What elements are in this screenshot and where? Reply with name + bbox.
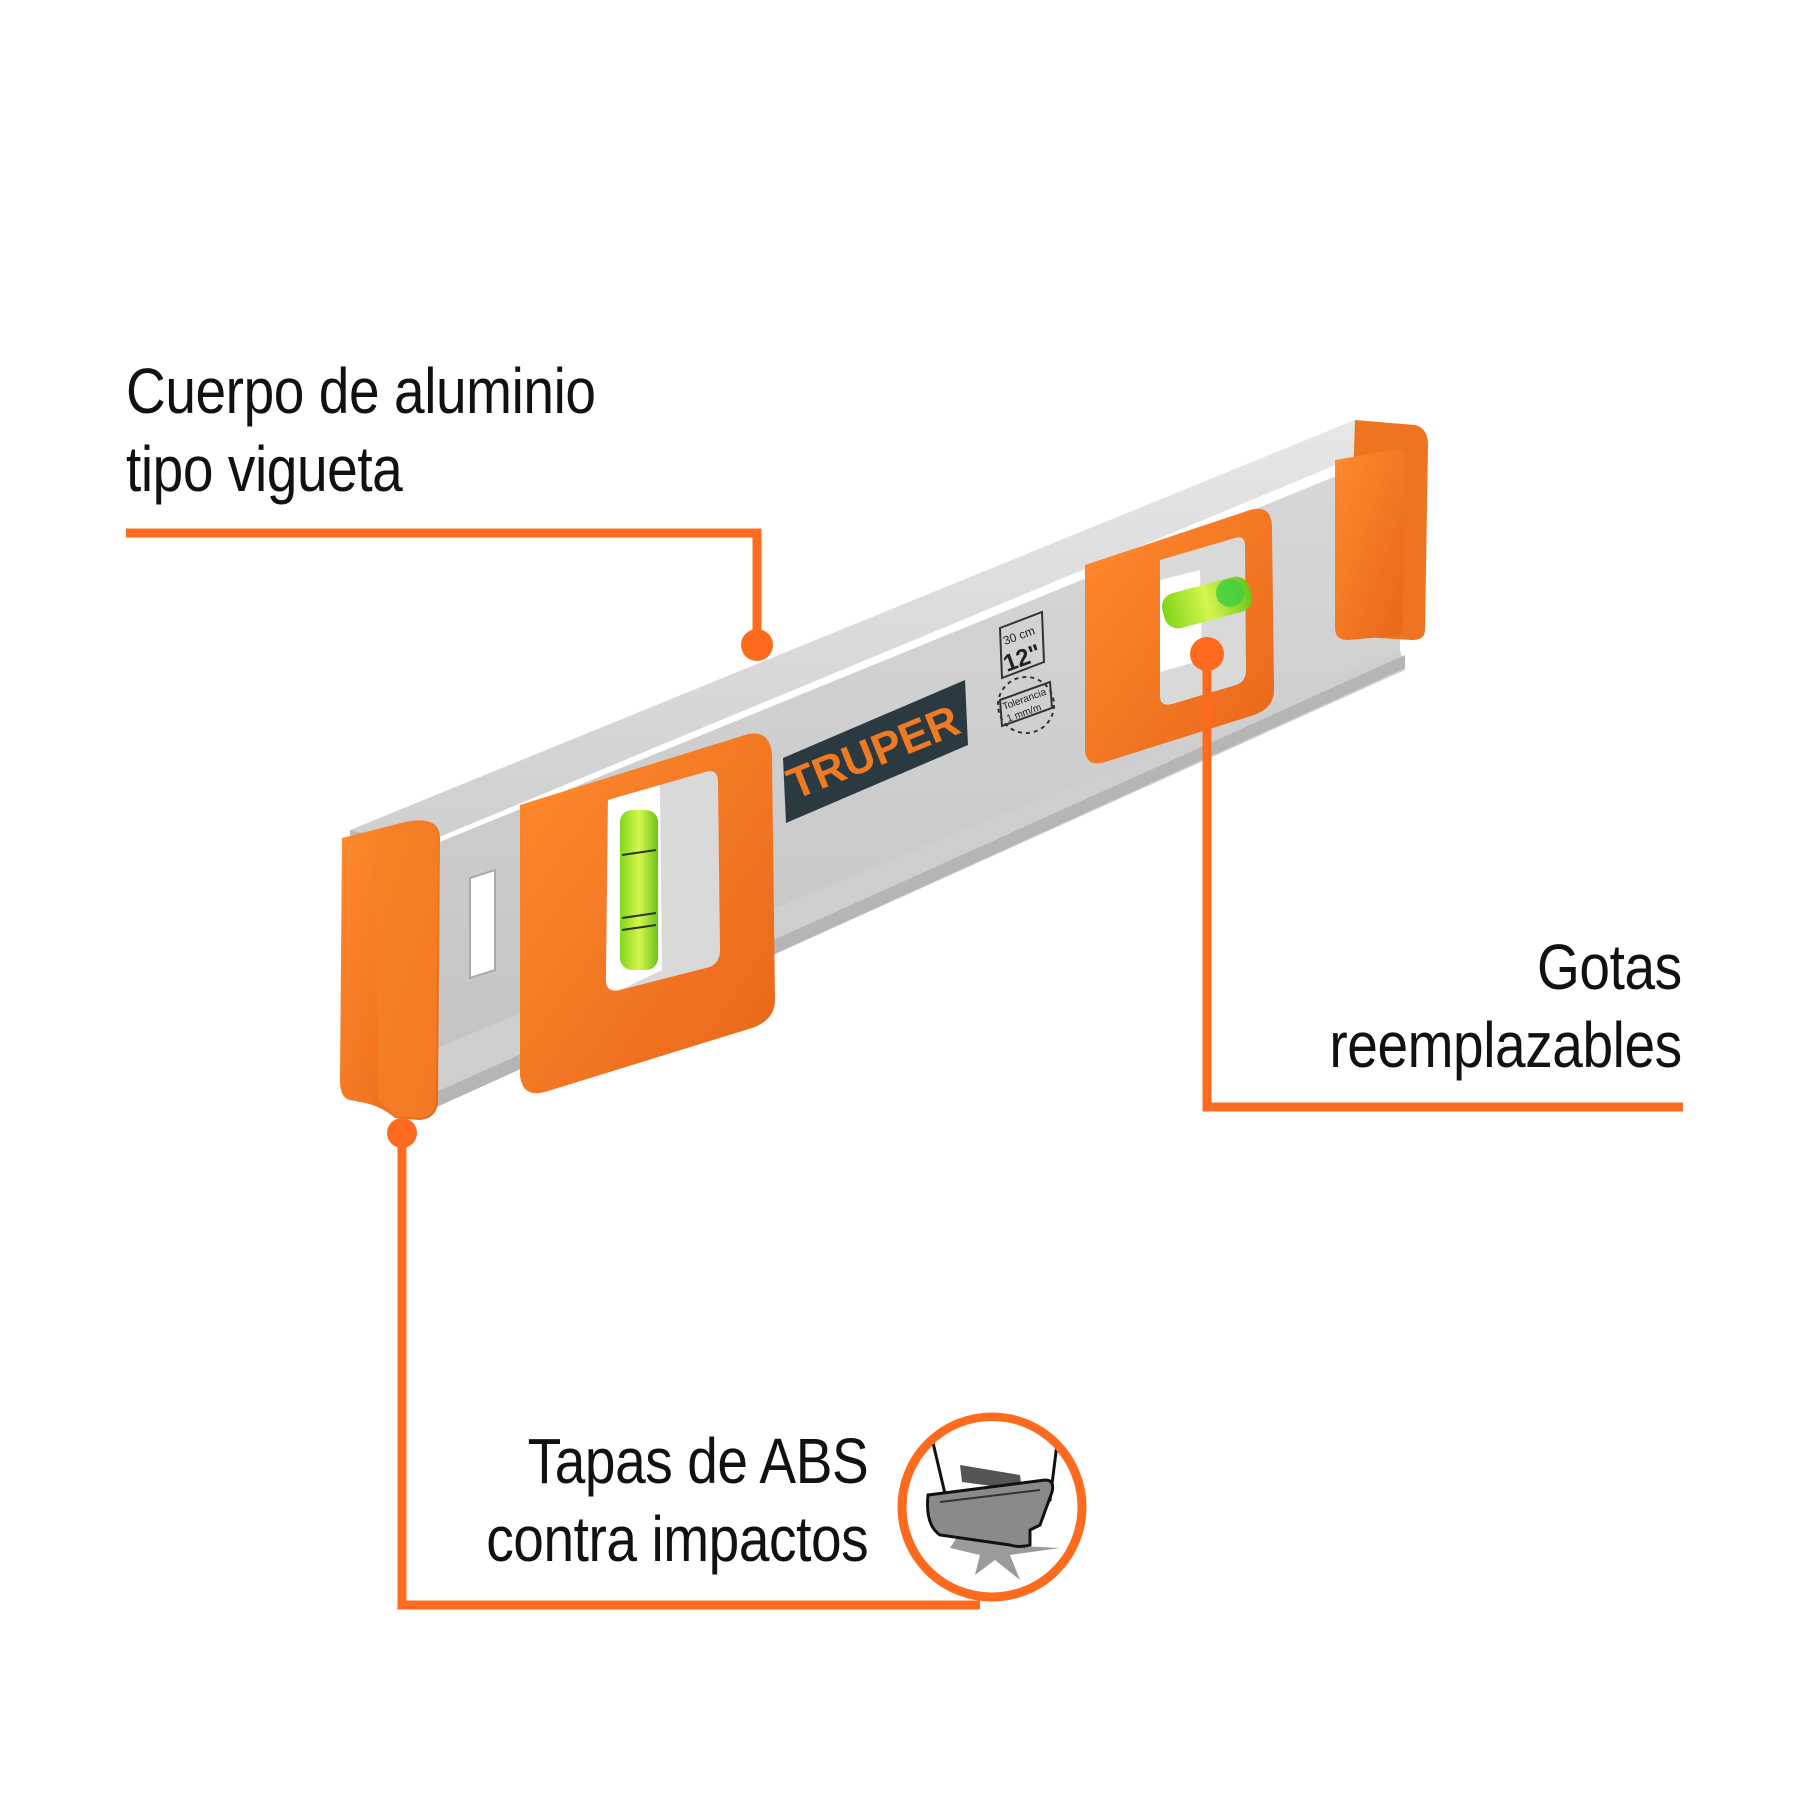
callout-vials-line bbox=[1190, 637, 1683, 1112]
callout-body-line bbox=[126, 528, 773, 661]
callout-vials-line-2: reemplazables bbox=[1329, 1009, 1683, 1081]
callout-vials-label: Gotas reemplazables bbox=[1329, 928, 1683, 1084]
callout-vials-line-1: Gotas bbox=[1537, 931, 1682, 1003]
vial-housing-right bbox=[1085, 508, 1274, 764]
callout-caps-line bbox=[387, 1118, 980, 1610]
callout-body-label: Cuerpo de aluminio tipo vigueta bbox=[126, 352, 596, 508]
end-cap-left bbox=[340, 820, 440, 1120]
callout-caps-line-2: contra impactos bbox=[485, 1503, 868, 1575]
callout-body-line-2: tipo vigueta bbox=[126, 433, 403, 505]
callout-caps-line-1: Tapas de ABS bbox=[527, 1425, 868, 1497]
bubble-vial-right bbox=[1161, 576, 1252, 629]
bubble-vial-left bbox=[620, 810, 658, 970]
callout-caps-label: Tapas de ABS contra impactos bbox=[486, 1422, 868, 1578]
cap-impact-icon bbox=[897, 1412, 1087, 1602]
vial-housing-left bbox=[520, 733, 775, 1094]
callout-body-line-1: Cuerpo de aluminio bbox=[126, 355, 596, 427]
end-cap-right bbox=[1335, 420, 1428, 640]
